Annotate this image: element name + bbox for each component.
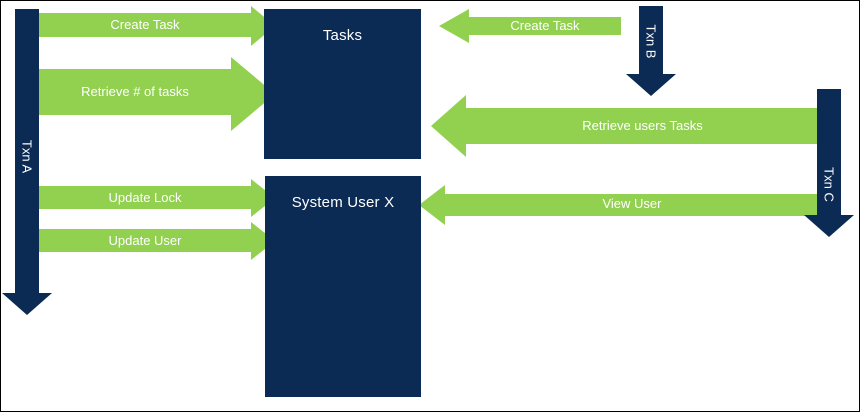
system-box-system-user-x-label: System User X <box>291 194 395 211</box>
operation-arrow-update-user[interactable]: Update User <box>39 222 275 260</box>
txn-a-label: Txn A <box>19 139 35 174</box>
view-user-arrowhead <box>419 185 445 225</box>
txn-b-label: Txn B <box>643 24 659 59</box>
update-lock-label: Update Lock <box>108 190 182 205</box>
create-task-right-label: Create Task <box>510 18 580 33</box>
retrieve-num-tasks-shaft <box>39 69 231 115</box>
update-user-shaft <box>39 229 251 252</box>
txn-c-arrowhead <box>804 215 854 237</box>
view-user-label: View User <box>602 196 662 211</box>
operation-arrow-retrieve-users-tasks[interactable]: Retrieve users Tasks <box>431 95 819 157</box>
txn-b-arrowhead <box>626 74 676 96</box>
create-task-left-shaft <box>39 13 251 37</box>
retrieve-users-tasks-arrowhead <box>431 95 466 157</box>
update-lock-shaft <box>39 186 251 209</box>
create-task-right-shaft <box>469 17 621 35</box>
txn-a-shaft <box>15 9 39 295</box>
operation-arrow-retrieve-num-tasks[interactable]: Retrieve # of tasks <box>39 57 275 132</box>
system-box-system-user-x[interactable]: System User X <box>265 176 421 397</box>
operation-arrow-update-lock[interactable]: Update Lock <box>39 179 275 217</box>
txn-b-shaft <box>639 6 663 76</box>
transaction-arrow-txn-c[interactable]: Txn C <box>804 89 854 243</box>
operation-arrow-view-user[interactable]: View User <box>419 185 819 225</box>
retrieve-users-tasks-label: Retrieve users Tasks <box>582 118 703 133</box>
view-user-shaft <box>445 194 819 216</box>
create-task-left-label: Create Task <box>110 17 180 32</box>
update-user-label: Update User <box>108 233 182 248</box>
txn-c-label: Txn C <box>821 167 837 202</box>
system-box-tasks[interactable]: Tasks <box>264 9 421 159</box>
operation-arrow-create-task-left[interactable]: Create Task <box>39 6 275 46</box>
transaction-arrow-txn-a[interactable]: Txn A <box>2 9 52 315</box>
transaction-arrow-txn-b[interactable]: Txn B <box>626 6 676 103</box>
create-task-right-arrowhead <box>439 9 469 43</box>
txn-c-shaft <box>817 89 841 217</box>
retrieve-users-tasks-shaft <box>466 108 819 144</box>
system-box-tasks-label: Tasks <box>322 27 363 44</box>
operation-arrow-create-task-right[interactable]: Create Task <box>439 9 621 43</box>
retrieve-num-tasks-label: Retrieve # of tasks <box>81 84 189 99</box>
txn-a-arrowhead <box>2 293 52 315</box>
